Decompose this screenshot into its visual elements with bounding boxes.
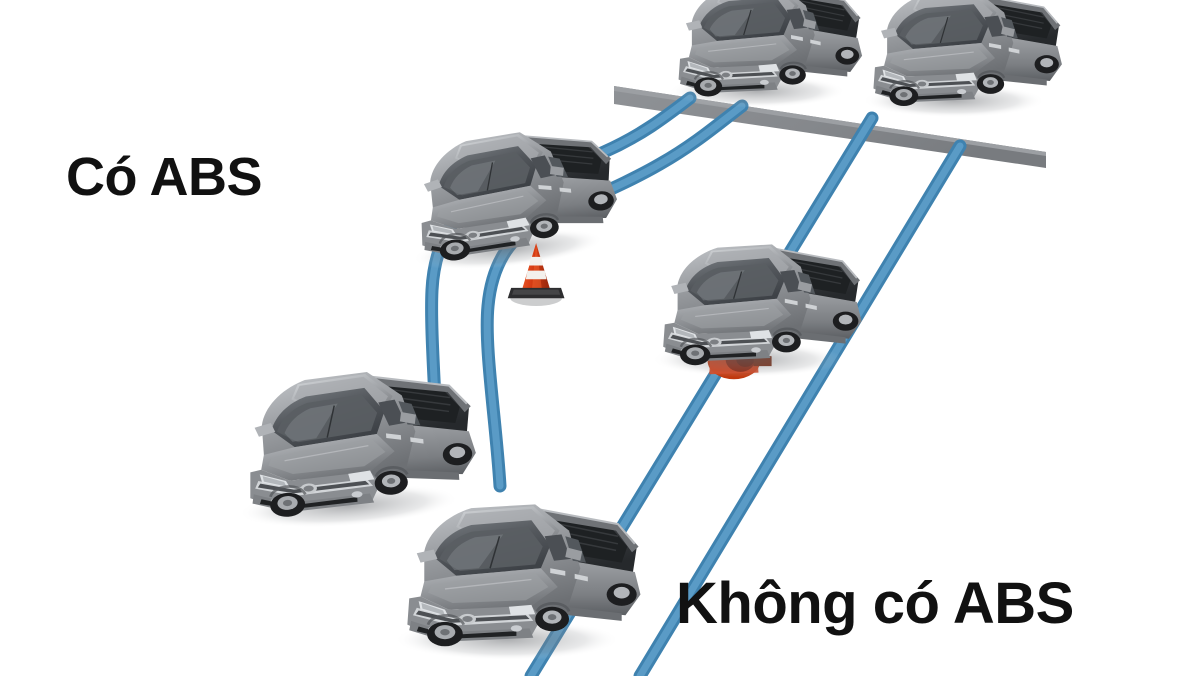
vehicle-noabs-start bbox=[392, 502, 642, 662]
vehicle-noabs-overrun bbox=[861, 0, 1064, 119]
noabs-track-right bbox=[633, 139, 967, 676]
label-no-abs: Không có ABS bbox=[676, 571, 1074, 636]
label-has-abs: Có ABS bbox=[66, 147, 263, 207]
vehicle-noabs-skid bbox=[650, 243, 863, 379]
vehicle-abs-stopped bbox=[667, 0, 864, 109]
vehicle-abs-start bbox=[227, 363, 482, 536]
vehicle-abs-swerve bbox=[399, 121, 625, 279]
